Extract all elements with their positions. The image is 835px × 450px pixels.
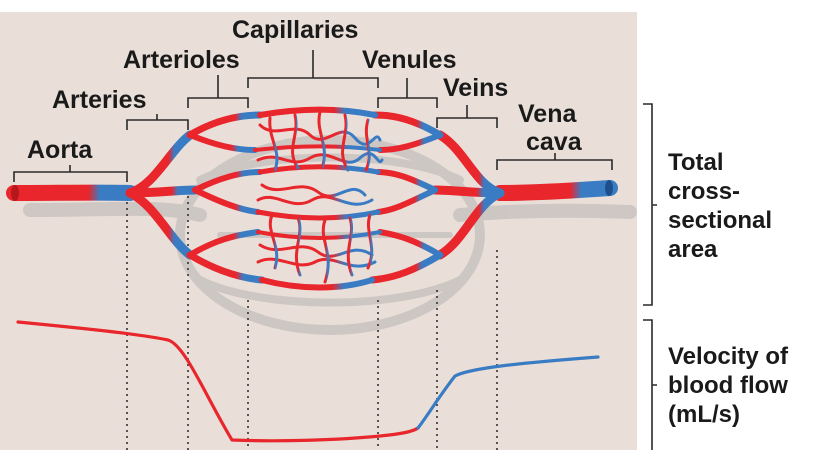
label-capillaries: Capillaries bbox=[232, 16, 358, 44]
area-label-line3: sectional bbox=[668, 207, 772, 234]
velocity-label-line3: (mL/s) bbox=[668, 401, 740, 428]
label-aorta: Aorta bbox=[27, 136, 93, 164]
velocity-label-line2: blood flow bbox=[668, 372, 788, 399]
label-venules: Venules bbox=[362, 46, 457, 74]
label-veins: Veins bbox=[443, 74, 508, 102]
label-vena-cava-2: cava bbox=[526, 128, 583, 156]
velocity-label-line1: Velocity of bbox=[668, 343, 789, 370]
aorta-opening bbox=[11, 185, 19, 201]
label-arterioles: Arterioles bbox=[123, 46, 240, 74]
area-label-line2: cross- bbox=[668, 178, 740, 205]
area-label-line1: Total bbox=[668, 149, 724, 176]
area-label-line4: area bbox=[668, 236, 718, 263]
label-arteries: Arteries bbox=[52, 86, 147, 114]
vena-cava-opening bbox=[605, 180, 613, 196]
label-vena-cava-1: Vena bbox=[518, 100, 577, 128]
